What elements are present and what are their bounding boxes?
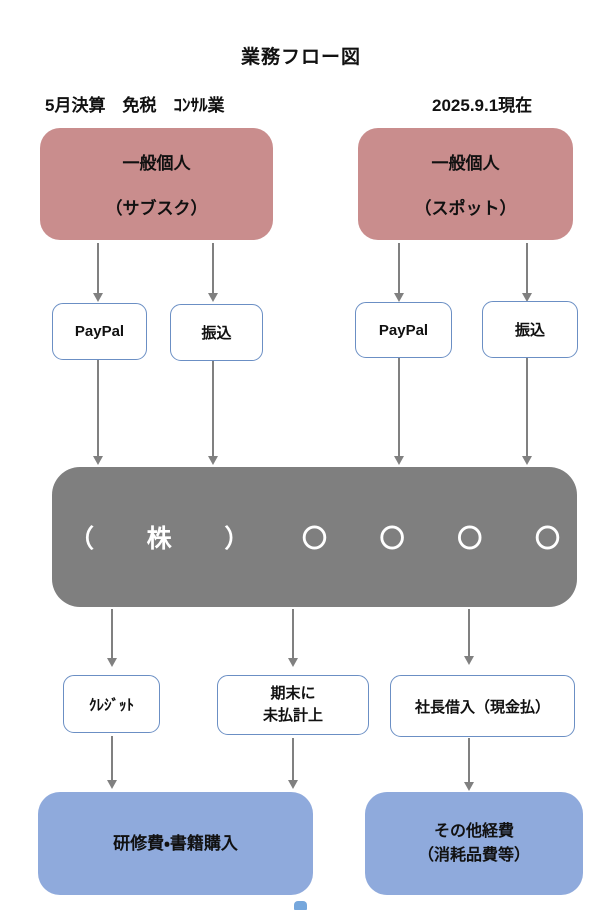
- node-accrual-at-term-end: 期末に 未払計上: [217, 675, 369, 735]
- flow-arrow: [212, 361, 214, 456]
- company-text-part: （: [69, 525, 95, 553]
- node-line: 一般個人: [122, 153, 191, 173]
- flow-arrow: [292, 609, 294, 658]
- node-line: 期末に: [270, 685, 316, 703]
- company-text-part: 株: [146, 525, 172, 553]
- node-line: （サブスク）: [105, 199, 208, 219]
- node-training-books-expense: 研修費・書籍購入: [38, 792, 313, 895]
- node-bank-transfer-right: 振込: [482, 301, 578, 358]
- page-title: 業務フロー図: [240, 47, 361, 68]
- node-other-expenses: その他経費 （消耗品費等）: [365, 792, 583, 895]
- node-multiline: 期末に 未払計上: [263, 683, 323, 727]
- company-text-part: ）: [224, 525, 250, 553]
- node-credit-card: ｸﾚｼﾞｯﾄ: [63, 675, 160, 733]
- flow-arrow: [468, 738, 470, 782]
- flow-arrow: [468, 609, 470, 656]
- flow-arrow: [111, 609, 113, 658]
- node-general-individual-subscription: 一般個人 （サブスク）: [40, 128, 273, 240]
- node-line: その他経費: [433, 822, 514, 840]
- node-line: 未払計上: [262, 707, 323, 724]
- node-line: （スポット）: [414, 199, 517, 219]
- flow-arrow: [398, 243, 400, 293]
- node-line: （消耗品費等）: [417, 846, 530, 864]
- fiscal-note-label: 5月決算 免税 ｺﾝｻﾙ業: [45, 96, 225, 115]
- node-line: 一般個人: [431, 153, 500, 173]
- node-company-kabu: （ 株 ） 〇 〇 〇 〇: [52, 467, 577, 607]
- company-text-part: 〇: [457, 525, 483, 553]
- company-text-part: 〇: [301, 525, 327, 553]
- flow-arrow: [212, 243, 214, 293]
- flow-arrow: [97, 360, 99, 456]
- node-bank-transfer-left: 振込: [170, 304, 263, 361]
- node-paypal-right: PayPal: [355, 302, 452, 358]
- company-text-part: 〇: [379, 525, 405, 553]
- company-text-part: 〇: [534, 525, 560, 553]
- as-of-date-label: 2025.9.1現在: [432, 96, 533, 115]
- flow-arrow: [398, 358, 400, 456]
- bottom-blue-mark: [294, 901, 307, 910]
- flow-arrow: [526, 358, 528, 456]
- node-president-loan-cash: 社長借入（現金払）: [390, 675, 575, 737]
- flow-arrow: [111, 736, 113, 780]
- flow-arrow: [97, 243, 99, 293]
- node-general-individual-spot: 一般個人 （スポット）: [358, 128, 573, 240]
- flow-arrow: [292, 738, 294, 780]
- node-paypal-left: PayPal: [52, 303, 147, 360]
- flow-arrow: [526, 243, 528, 293]
